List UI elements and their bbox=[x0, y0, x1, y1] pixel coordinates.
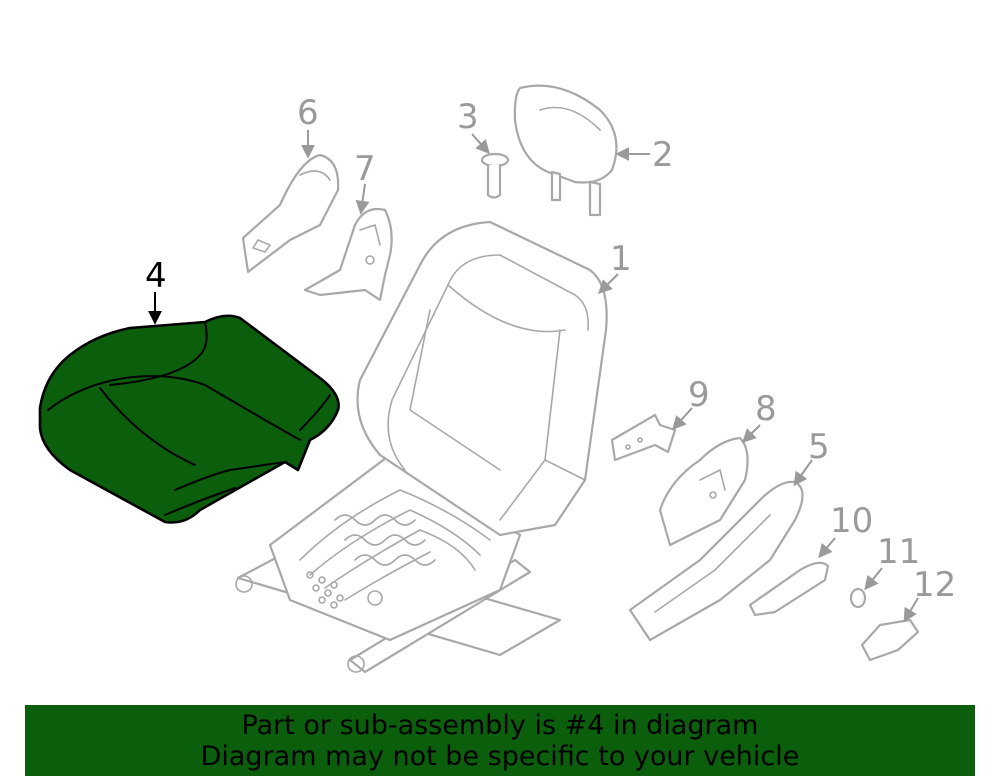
part-7-bracket bbox=[303, 207, 393, 302]
banner-line-2: Diagram may not be specific to your vehi… bbox=[200, 741, 800, 772]
banner-line-1: Part or sub-assembly is #4 in diagram bbox=[241, 710, 759, 741]
callout-12: 12 bbox=[913, 565, 956, 605]
frame-holes bbox=[306, 571, 344, 609]
part-3-headrest-guide bbox=[480, 152, 510, 199]
callout-10: 10 bbox=[830, 501, 873, 541]
part-8-cover bbox=[658, 436, 749, 547]
part-2-headrest bbox=[513, 84, 618, 217]
callout-5: 5 bbox=[808, 427, 830, 467]
callout-2: 2 bbox=[652, 135, 674, 175]
part-6-trim bbox=[241, 153, 340, 274]
callout-7: 7 bbox=[354, 149, 376, 189]
part-9-bracket bbox=[610, 413, 677, 462]
callout-3: 3 bbox=[457, 97, 479, 137]
part-11-clip bbox=[849, 587, 867, 609]
callout-9: 9 bbox=[688, 375, 710, 415]
info-banner: Part or sub-assembly is #4 in diagram Di… bbox=[25, 705, 975, 776]
callout-1: 1 bbox=[610, 239, 632, 279]
part-4-seat-cushion bbox=[38, 314, 340, 524]
callout-4: 4 bbox=[145, 256, 167, 296]
callout-8: 8 bbox=[755, 389, 777, 429]
part-10-knob bbox=[748, 561, 830, 617]
seat-parts-diagram: 1 2 3 6 7 5 8 9 10 11 12 4 bbox=[38, 84, 956, 674]
part-1-seat-assembly bbox=[235, 220, 608, 674]
part-12-lever bbox=[860, 618, 920, 662]
callout-11: 11 bbox=[877, 532, 920, 572]
callout-6: 6 bbox=[297, 93, 319, 133]
